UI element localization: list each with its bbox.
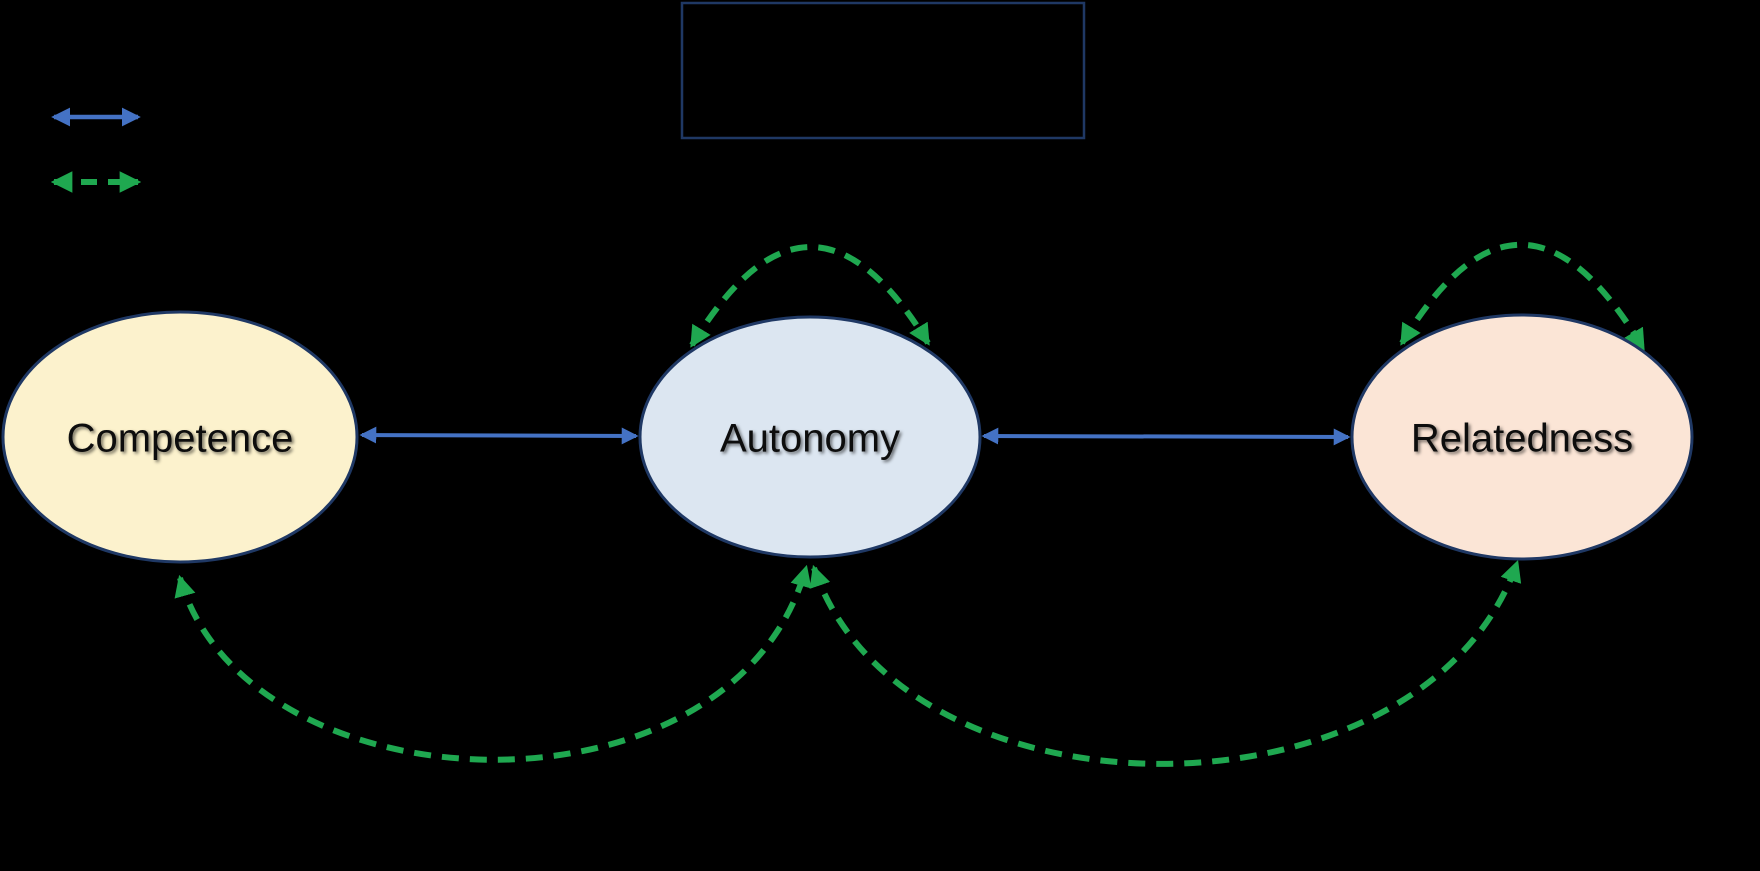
node-autonomy-ellipse [638,315,982,559]
edge-competence-autonomy-dashed-arc [174,564,812,763]
edge-autonomy-relatedness-dashed-arc [809,559,1522,767]
node-autonomy: Autonomy [638,315,982,559]
node-competence-ellipse [1,310,359,564]
edge-autonomy-self-loop [689,244,931,348]
node-competence-label: Competence [67,417,294,461]
edge-competence-autonomy-solid [359,426,639,445]
top-box [680,1,1086,140]
node-relatedness-label: Relatedness [1411,417,1633,461]
node-competence: Competence [1,310,359,564]
edge-autonomy-relatedness-solid [981,427,1351,446]
node-relatedness: Relatedness [1350,313,1694,561]
legend [50,107,142,193]
node-relatedness-ellipse [1350,313,1694,561]
node-autonomy-label: Autonomy [720,417,900,461]
